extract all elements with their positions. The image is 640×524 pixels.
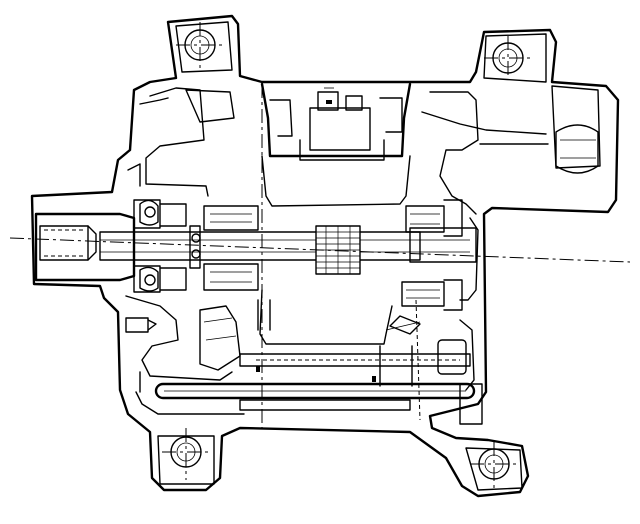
- mounting-ear-top-left: [175, 21, 233, 73]
- tie-rod: [154, 382, 483, 425]
- drain-plug: [125, 317, 157, 333]
- center-web-lower: [259, 289, 393, 345]
- oil-seal-left: [139, 199, 159, 226]
- housing-inner-wall-right: [429, 91, 479, 215]
- housing-inner-wall-left: [145, 87, 209, 197]
- center-web-upper: [261, 155, 411, 207]
- housing-inner-wall-left-2: [127, 97, 169, 187]
- mounting-ear-bottom-right: [465, 442, 523, 491]
- top-cover-assembly: [185, 82, 601, 174]
- housing-inner-wall-right-2: [421, 111, 549, 145]
- oil-seal-right: [555, 124, 599, 174]
- housing-outline: [30, 14, 620, 498]
- shift-block: [309, 107, 371, 151]
- mounting-ear-bottom-left: [157, 428, 215, 485]
- housing-inner-wall-bottom: [135, 371, 245, 415]
- centerline-main: [9, 237, 631, 263]
- idler-shaft: [239, 299, 471, 421]
- bearing-right-pair: [401, 199, 463, 311]
- mounting-ear-top-right: [483, 33, 547, 83]
- housing-inner-wall-bottom-left: [125, 295, 233, 381]
- bearing-left-pair: [133, 199, 259, 293]
